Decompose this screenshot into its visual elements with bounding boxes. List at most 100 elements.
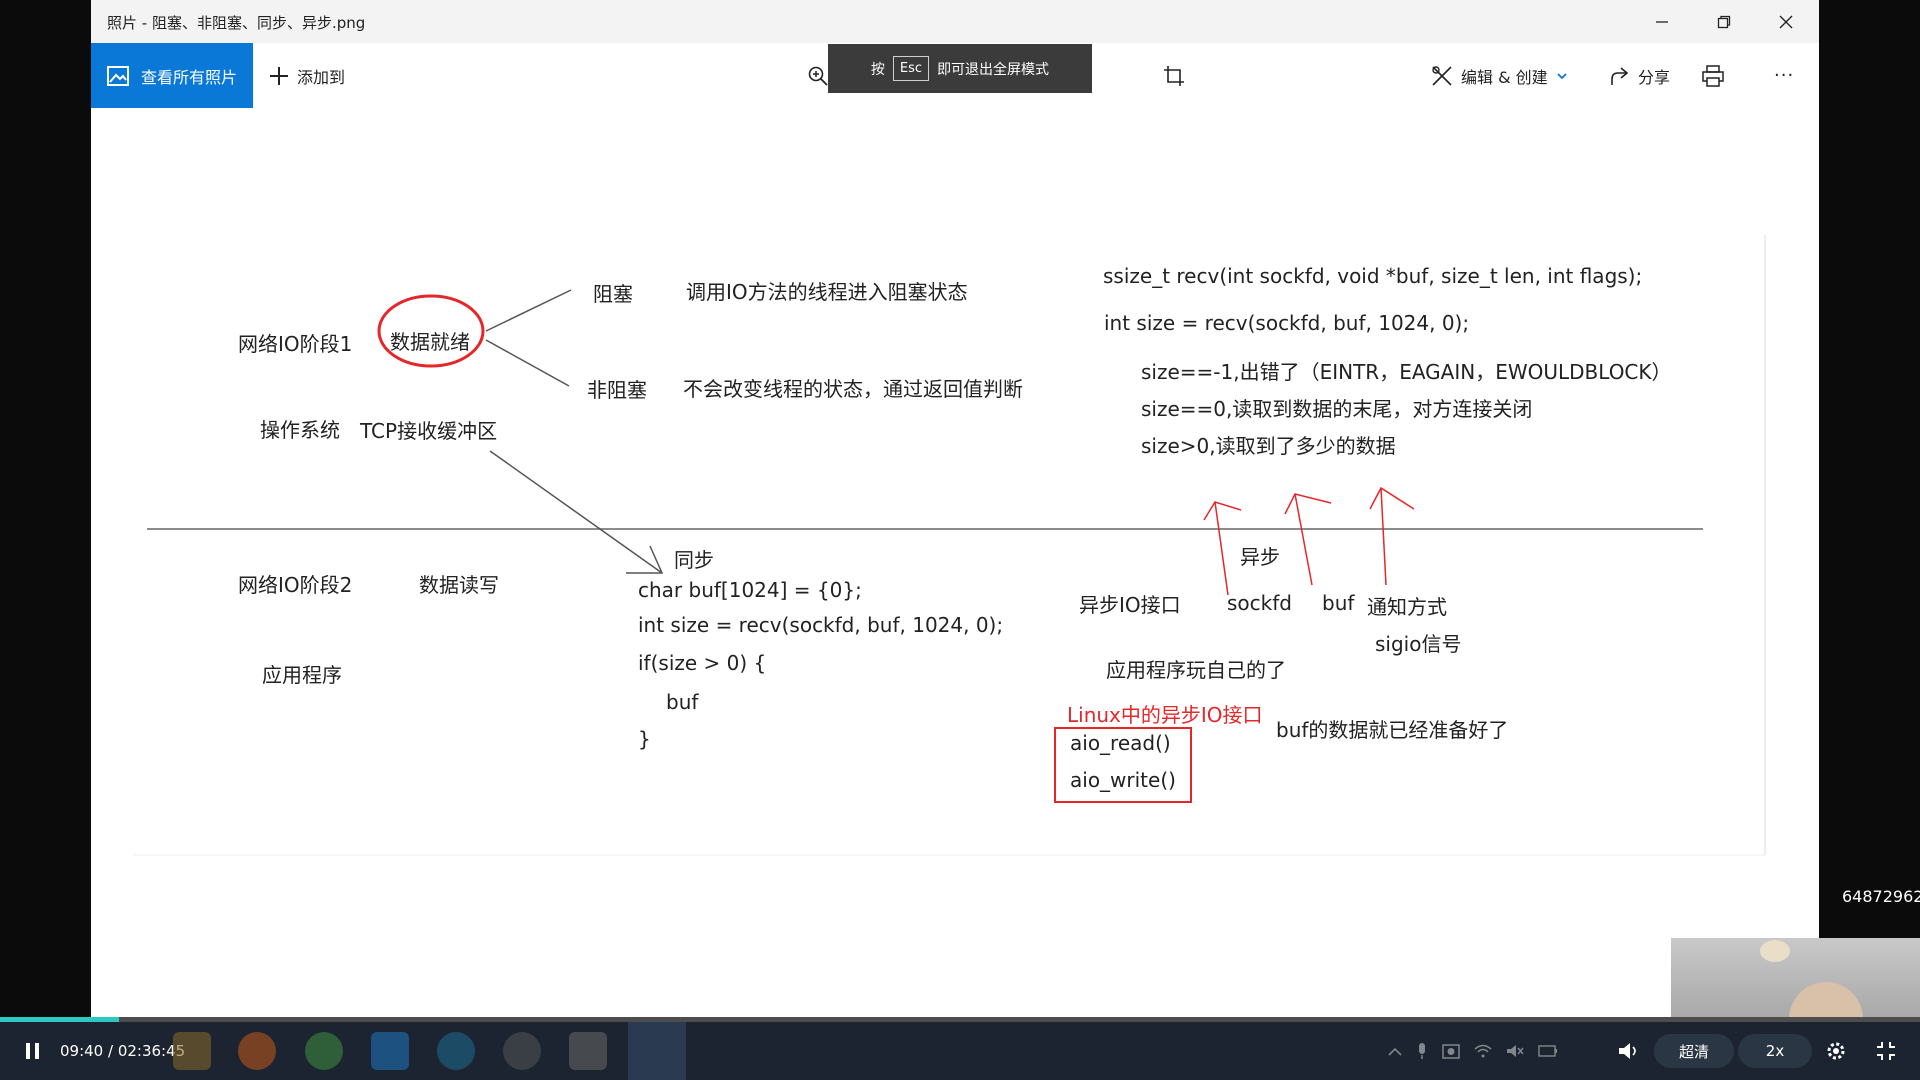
plus-icon [270,66,288,85]
view-all-label: 查看所有照片 [141,67,238,87]
gear-icon [1827,1042,1845,1060]
system-tray [1388,1022,1558,1080]
chevron-up-icon [1388,1047,1402,1056]
sync-label: 同步 [674,548,714,572]
microphone-icon [1419,1043,1425,1059]
fullscreen-exit-button[interactable] [1876,1022,1896,1080]
recv-signature: ssize_t recv(int sockfd, void *buf, size… [1103,264,1643,288]
edit-create-button[interactable]: 编辑 & 创建 [1431,43,1568,108]
share-icon [1611,66,1629,85]
chrome-icon [305,1032,343,1070]
photo-icon [107,65,129,86]
diagram-lines [133,235,1766,856]
print-button[interactable] [1701,43,1725,108]
notify-label: 通知方式 [1367,595,1447,619]
buf-label: buf [1322,591,1355,615]
sockfd-label: sockfd [1227,591,1292,615]
file-explorer-icon [173,1032,211,1070]
async-io-interface-label: 异步IO接口 [1079,593,1181,617]
mute-icon [1507,1045,1524,1057]
linux-async-io-title: Linux中的异步IO接口 [1067,703,1263,727]
size-zero-note: size==0,读取到数据的末尾，对方连接关闭 [1141,397,1533,421]
sigio-label: sigio信号 [1375,632,1462,656]
esc-banner-prefix: 按 [870,61,885,78]
code-line-2: int size = recv(sockfd, buf, 1024, 0); [638,613,1004,637]
toolbar: 查看所有照片 添加到 编辑 & 创建 分享 ··· 按 Esc [91,43,1819,108]
code-line-3: if(size > 0) { [638,651,767,675]
more-icon: ··· [1774,65,1795,86]
nonblocking-label: 非阻塞 [587,378,647,402]
code-line-1: char buf[1024] = {0}; [638,578,862,602]
size-positive-note: size>0,读取到了多少的数据 [1141,434,1396,458]
tcp-buffer-label: TCP接收缓冲区 [360,419,498,443]
chevron-down-icon [1557,72,1567,79]
data-rw-label: 数据读写 [419,573,499,597]
code-line-5: } [638,727,651,751]
title-bar: 照片 - 阻塞、非阻塞、同步、异步.png [91,0,1819,43]
photos-app-icon [628,1022,686,1080]
viewer-id: 64872962 [1842,887,1920,906]
esc-key-label: Esc [892,56,930,81]
camera-icon [1442,1044,1460,1059]
size-negative-note: size==-1,出错了（EINTR，EAGAIN，EWOULDBLOCK） [1141,360,1672,384]
blocking-label: 阻塞 [593,282,633,306]
player-controls: 09:40 / 02:36:45 超清 2x [0,1022,1920,1080]
restore-icon [1717,15,1731,28]
settings-button[interactable] [1826,1022,1846,1080]
aio-box [1054,727,1192,803]
aio-read-label: aio_read() [1070,731,1171,755]
close-icon [1779,15,1793,28]
os-label: 操作系统 [260,418,340,442]
typora-icon [569,1032,607,1070]
buf-ready-label: buf的数据就已经准备好了 [1276,718,1509,742]
stage1-label: 网络IO阶段1 [238,332,353,356]
window-title: 照片 - 阻塞、非阻塞、同步、异步.png [107,14,366,32]
edit-icon [1432,65,1452,86]
stage2-label: 网络IO阶段2 [238,573,353,597]
recv-call: int size = recv(sockfd, buf, 1024, 0); [1104,311,1470,335]
fullscreen-esc-banner: 按 Esc 即可退出全屏模式 [828,44,1092,93]
close-button[interactable] [1755,0,1817,43]
speed-button[interactable]: 2x [1738,1034,1812,1068]
aio-write-label: aio_write() [1070,768,1176,792]
crop-button[interactable] [1163,43,1185,108]
code-line-4: buf [666,690,699,714]
data-ready-label: 数据就绪 [390,330,470,354]
edit-create-label: 编辑 & 创建 [1461,67,1548,87]
more-button[interactable]: ··· [1774,43,1794,108]
pause-button[interactable] [24,1022,42,1080]
share-button[interactable]: 分享 [1608,43,1670,108]
volume-icon [1619,1043,1636,1059]
esc-banner-suffix: 即可退出全屏模式 [937,61,1050,78]
zoom-button[interactable] [808,43,828,108]
app-play-label: 应用程序玩自己的了 [1106,658,1286,682]
minimize-icon [1656,20,1668,23]
restore-button[interactable] [1693,0,1755,43]
battery-icon [1538,1045,1557,1057]
pause-icon [26,1043,39,1059]
async-label: 异步 [1240,545,1280,569]
search-app-icon [437,1032,475,1070]
fullscreen-exit-icon [1877,1042,1895,1060]
photo-canvas: 网络IO阶段1 数据就绪 操作系统 TCP接收缓冲区 阻塞 调用IO方法的线程进… [133,230,1777,860]
add-to-button[interactable]: 添加到 [269,43,345,108]
zoom-in-icon [808,66,828,86]
firefox-icon [238,1032,276,1070]
view-all-photos-button[interactable]: 查看所有照片 [91,43,253,108]
progress-fill [0,1017,120,1022]
quality-button[interactable]: 超清 [1654,1034,1734,1068]
photos-window: 照片 - 阻塞、非阻塞、同步、异步.png 查看所有照片 添加到 编辑 & 创建 [91,0,1819,1022]
lamp-shape [1760,940,1790,962]
nonblocking-desc: 不会改变线程的状态，通过返回值判断 [683,377,1023,401]
blocking-desc: 调用IO方法的线程进入阻塞状态 [686,280,968,304]
app-label: 应用程序 [262,663,342,687]
minimize-button[interactable] [1631,0,1693,43]
share-label: 分享 [1638,67,1671,87]
volume-button[interactable] [1618,1022,1640,1080]
add-to-label: 添加到 [297,67,346,87]
progress-bar[interactable] [0,1017,1920,1022]
time-display: 09:40 / 02:36:45 [60,1042,186,1060]
vscode-icon [371,1032,409,1070]
obs-icon [503,1032,541,1070]
wifi-icon [1474,1044,1492,1058]
